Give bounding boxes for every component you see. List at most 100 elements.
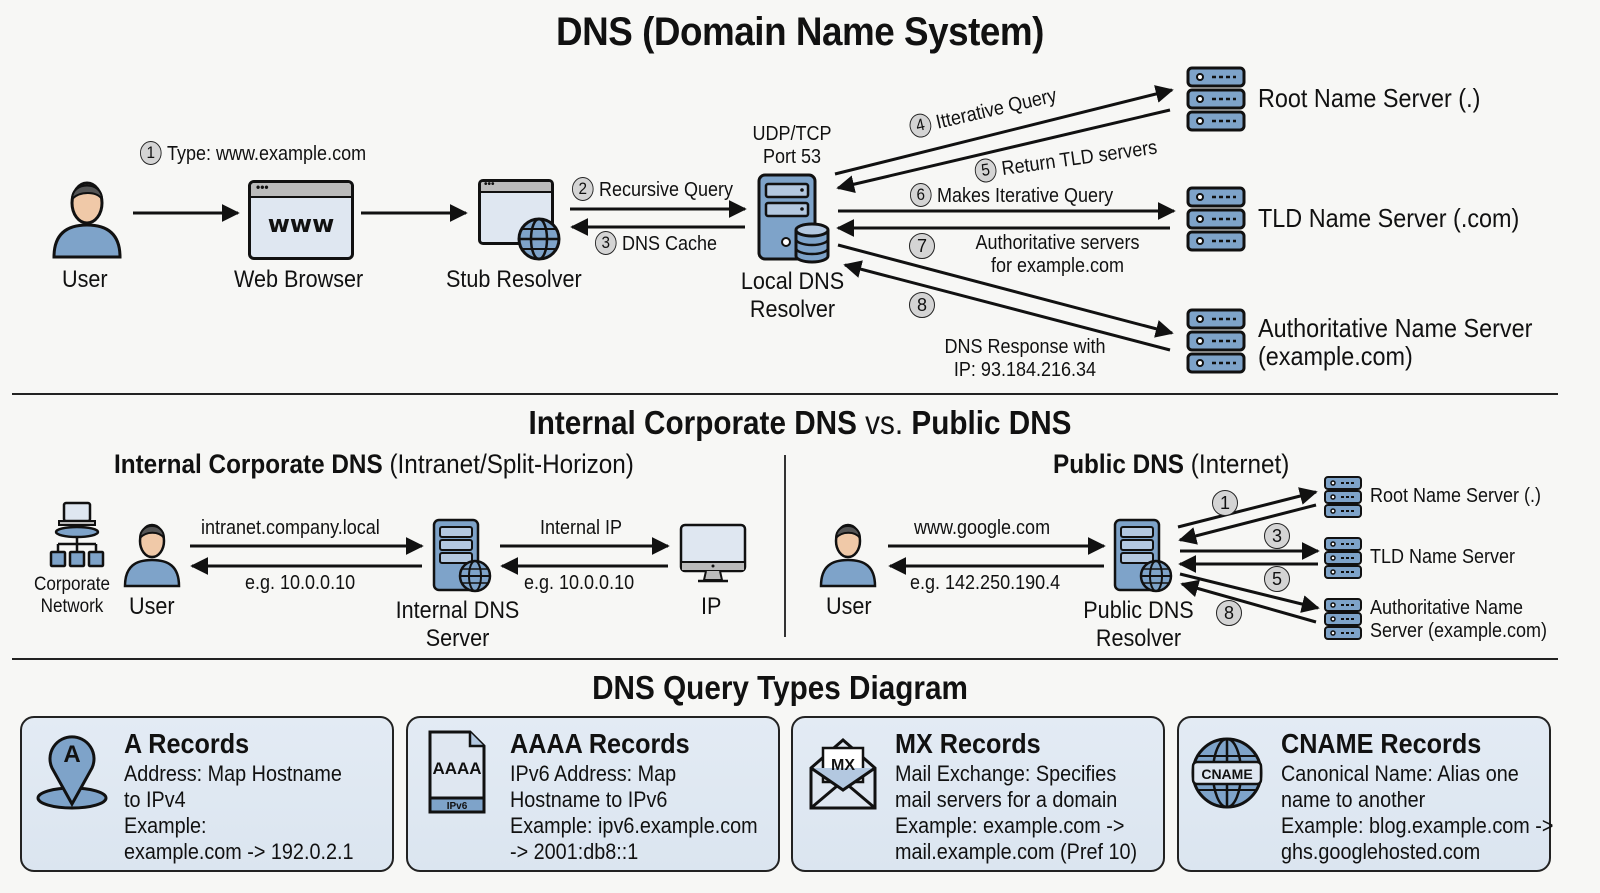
card-line: Hostname to IPv6 — [510, 787, 668, 812]
root-name-server-label: Root Name Server (.) — [1258, 83, 1481, 113]
internal-reply-label: e.g. 10.0.0.10 — [245, 572, 356, 594]
globe-icon — [517, 217, 561, 261]
query-types-title: DNS Query Types Diagram — [592, 669, 968, 706]
corporate-network-icon — [49, 501, 105, 568]
ip-label: IP — [701, 593, 722, 620]
step-7-label: Authoritative servers for example.com — [965, 232, 1150, 278]
card-title: A Records — [124, 728, 250, 759]
public-step-1-badge: 1 — [1212, 490, 1238, 516]
card-line: Example: ipv6.example.com — [510, 813, 758, 838]
cname-icon-text: CNAME — [1201, 766, 1252, 782]
public-tld-label: TLD Name Server — [1370, 546, 1516, 568]
card-line: Canonical Name: Alias one — [1281, 761, 1519, 786]
arrow-iterative-root — [834, 85, 1174, 176]
card-line: Mail Exchange: Specifies — [895, 761, 1117, 786]
internal-dns-server-icon — [432, 518, 492, 593]
mx-records-card: MX MX Records Mail Exchange: Specifies m… — [791, 716, 1165, 872]
arrow-return-tld — [836, 108, 1171, 194]
card-line: ghs.googlehosted.com — [1281, 839, 1481, 864]
public-heading-bold: Public DNS — [1053, 449, 1184, 479]
internal-heading-rest: (Intranet/Split-Horizon) — [389, 449, 634, 479]
public-resolver-line-2: Resolver — [1095, 625, 1182, 652]
section-divider-2 — [12, 658, 1558, 660]
card-title: MX Records — [895, 728, 1041, 759]
step-8-line-2: IP: 93.184.216.34 — [953, 359, 1097, 381]
arrow-public-auth-return — [1180, 579, 1317, 624]
card-description: Mail Exchange: Specifies mail servers fo… — [895, 761, 1137, 865]
card-description: IPv6 Address: Map Hostname to IPv6 Examp… — [510, 761, 758, 865]
step-6-badge: 6 — [910, 183, 932, 207]
comparison-title-vs: vs. — [865, 404, 904, 441]
step-5-badge: 5 — [973, 157, 998, 184]
step-2-text: Recursive Query — [599, 179, 734, 201]
local-resolver-line-1: Local DNS — [740, 268, 845, 295]
public-dns-resolver-icon — [1113, 518, 1173, 593]
card-line: IPv6 Address: Map — [510, 761, 677, 786]
local-dns-resolver-label: Local DNS Resolver — [727, 268, 858, 324]
public-step-5-badge: 5 — [1264, 566, 1290, 592]
step-7-badge: 7 — [909, 233, 935, 259]
map-pin-icon: A — [36, 735, 108, 810]
comparison-title-internal: Internal Corporate DNS — [528, 404, 857, 441]
internal-dns-line-1: Internal DNS — [395, 597, 520, 624]
browser-icon: ••• www — [248, 180, 354, 260]
root-server-stack-icon — [1186, 66, 1246, 137]
aaaa-icon-text: AAAA — [432, 759, 481, 778]
step-4-badge: 4 — [907, 111, 934, 140]
local-resolver-line-2: Resolver — [749, 296, 836, 323]
public-resolver-line-1: Public DNS — [1083, 597, 1194, 624]
envelope-icon: MX — [809, 738, 877, 810]
public-user-icon — [819, 523, 877, 588]
ipv6-icon-text: IPv6 — [447, 801, 468, 812]
step-1-text: Type: www.example.com — [167, 143, 367, 165]
card-line: -> 2001:db8::1 — [510, 839, 639, 864]
public-heading-rest: (Internet) — [1190, 449, 1290, 479]
public-auth-server-icon — [1324, 598, 1362, 640]
port-line-2: Port 53 — [762, 146, 822, 168]
step-8-badge: 8 — [909, 292, 935, 318]
corporate-network-line-2: Network — [40, 596, 104, 617]
internal-dns-line-2: Server — [425, 625, 490, 652]
internal-dns-server-label: Internal DNS Server — [392, 597, 523, 653]
public-auth-line-1: Authoritative Name — [1370, 597, 1524, 619]
server-database-icon — [757, 173, 830, 264]
step-7-line-1: Authoritative servers — [975, 232, 1140, 254]
web-browser-label: Web Browser — [234, 266, 364, 293]
tld-server-stack-icon — [1186, 186, 1246, 257]
cname-records-card: CNAME CNAME Records Canonical Name: Alia… — [1177, 716, 1553, 872]
vertical-divider — [784, 455, 786, 637]
comparison-title-public: Public DNS — [911, 404, 1072, 441]
internal-heading-bold: Internal Corporate DNS — [114, 449, 383, 479]
auth-line-2: (example.com) — [1258, 341, 1413, 371]
card-title: CNAME Records — [1281, 728, 1482, 759]
card-title: AAAA Records — [510, 728, 690, 759]
browser-www-text: www — [267, 210, 335, 238]
step-6-text: Makes Iterative Query — [937, 185, 1114, 207]
corporate-network-label: Corporate Network — [29, 574, 115, 618]
a-icon-text: A — [63, 741, 80, 768]
card-line: mail servers for a domain — [895, 787, 1118, 812]
card-line: Example: — [124, 813, 207, 838]
document-icon: AAAA IPv6 — [428, 730, 486, 814]
auth-line-1: Authoritative Name Server — [1258, 313, 1533, 343]
section-divider-1 — [12, 393, 1558, 395]
card-description: Address: Map Hostname to IPv4 Example: e… — [124, 761, 353, 865]
step-8-line-1: DNS Response with — [944, 336, 1106, 358]
public-root-label: Root Name Server (.) — [1370, 485, 1542, 507]
comparison-title: Internal Corporate DNS vs. Public DNS — [458, 404, 1142, 442]
corporate-network-line-1: Corporate — [33, 574, 111, 595]
a-records-card: A A Records Address: Map Hostname to IPv… — [20, 716, 394, 872]
step-1-badge: 1 — [140, 141, 162, 165]
mx-icon-text: MX — [831, 757, 855, 774]
step-3-badge: 3 — [595, 231, 617, 255]
card-line: example.com -> 192.0.2.1 — [124, 839, 354, 864]
public-step-3-badge: 3 — [1264, 523, 1290, 549]
monitor-icon — [679, 523, 747, 583]
user-icon — [52, 181, 122, 259]
internal-user-label: User — [129, 593, 175, 620]
card-line: name to another — [1281, 787, 1426, 812]
public-auth-label: Authoritative Name Server (example.com) — [1370, 597, 1547, 643]
